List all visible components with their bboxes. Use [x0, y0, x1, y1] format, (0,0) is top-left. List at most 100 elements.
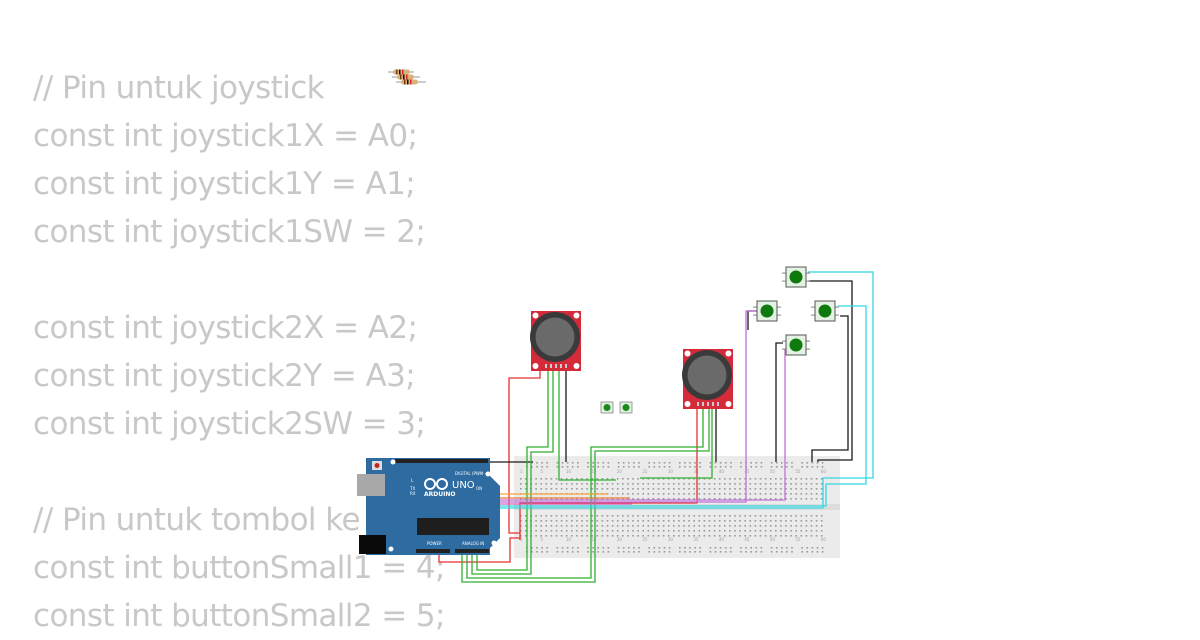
breadboard-hole — [713, 525, 716, 527]
breadboard-hole — [627, 498, 629, 500]
breadboard-hole — [785, 493, 787, 495]
breadboard-hole — [786, 462, 788, 464]
breadboard-hole — [607, 547, 610, 549]
breadboard-hole — [581, 488, 583, 490]
breadboard-hole — [657, 535, 660, 537]
breadboard-hole — [730, 547, 732, 549]
breadboard-hole — [658, 551, 661, 553]
breadboard-hole — [627, 483, 629, 485]
breadboard-hole — [601, 530, 604, 532]
breadboard-hole — [632, 530, 634, 532]
breadboard-hole — [632, 515, 634, 517]
pushbutton-left[interactable] — [753, 300, 781, 322]
breadboard-hole — [734, 535, 736, 537]
breadboard-hole — [565, 498, 568, 500]
breadboard-hole — [780, 498, 782, 500]
pushbutton-down[interactable] — [782, 334, 810, 356]
breadboard-hole — [535, 498, 537, 500]
breadboard-hole — [535, 520, 537, 522]
resistor-group[interactable] — [388, 69, 426, 85]
breadboard-hole — [775, 547, 778, 549]
breadboard-hole — [586, 520, 588, 522]
breadboard-hole — [679, 551, 681, 553]
breadboard-hole — [764, 498, 767, 500]
wire-analog — [471, 370, 554, 575]
breadboard-hole — [815, 530, 818, 532]
pushbutton-up[interactable] — [782, 266, 810, 288]
breadboard-hole — [775, 535, 777, 537]
breadboard-hole — [703, 520, 706, 522]
breadboard-hole — [673, 483, 675, 485]
breadboard-hole — [540, 530, 542, 532]
breadboard-hole — [749, 515, 752, 517]
breadboard-hole — [744, 483, 746, 485]
breadboard-hole — [586, 530, 588, 532]
atmega-chip — [417, 518, 489, 535]
breadboard-hole — [632, 520, 634, 522]
breadboard-hole — [820, 515, 823, 517]
breadboard-hole — [525, 520, 527, 522]
breadboard-hole — [606, 488, 609, 490]
breadboard-hole — [815, 520, 818, 522]
breadboard-hole — [622, 551, 625, 553]
resistor-icon[interactable] — [388, 69, 414, 75]
button-cap-icon[interactable] — [818, 304, 832, 318]
breadboard-hole — [754, 493, 757, 495]
breadboard-hole — [703, 488, 706, 490]
small-button-1[interactable] — [600, 401, 614, 414]
breadboard-hole — [749, 530, 752, 532]
breadboard-hole — [592, 547, 594, 549]
breadboard-hole — [684, 551, 686, 553]
breadboard-hole — [611, 493, 614, 495]
breadboard-hole — [673, 498, 675, 500]
breadboard-hole — [795, 525, 797, 527]
breadboard-hole — [769, 493, 772, 495]
breadboard-hole — [556, 547, 559, 549]
breadboard-hole — [775, 530, 777, 532]
breadboard-column-label: 5 — [540, 537, 543, 542]
breadboard-hole — [555, 498, 558, 500]
breadboard-hole — [581, 498, 583, 500]
breadboard-hole — [658, 547, 661, 549]
breadboard-column-label: 45 — [744, 537, 750, 542]
breadboard-hole — [586, 535, 588, 537]
breadboard-hole — [565, 535, 568, 537]
breadboard-hole — [714, 551, 717, 553]
breadboard-hole — [546, 462, 548, 464]
joystick-2[interactable] — [682, 349, 733, 409]
joystick-1[interactable] — [530, 311, 581, 371]
breadboard-hole — [602, 547, 605, 549]
breadboard-hole — [785, 520, 787, 522]
breadboard-hole — [708, 498, 711, 500]
pushbutton-right[interactable] — [811, 300, 839, 322]
breadboard-hole — [805, 535, 808, 537]
breadboard[interactable]: 1155101015152020252530303535404045455050… — [514, 456, 840, 558]
breadboard-hole — [805, 520, 808, 522]
breadboard-hole — [555, 535, 558, 537]
arduino-uno-board[interactable]: UNO ARDUINO DIGITAL (PWM ~) POWER ANALOG… — [357, 458, 500, 555]
resistor-icon[interactable] — [392, 74, 420, 80]
breadboard-hole — [688, 483, 690, 485]
breadboard-hole — [718, 535, 721, 537]
breadboard-hole — [571, 515, 573, 517]
breadboard-hole — [698, 515, 701, 517]
breadboard-column-label: 45 — [744, 469, 750, 474]
breadboard-hole — [535, 488, 537, 490]
small-button-2[interactable] — [619, 401, 633, 414]
breadboard-hole — [683, 488, 685, 490]
breadboard-hole — [581, 535, 583, 537]
breadboard-hole — [611, 478, 614, 480]
button-cap-icon[interactable] — [760, 304, 774, 318]
button-cap-icon[interactable] — [789, 338, 803, 352]
resistor-icon[interactable] — [396, 79, 426, 85]
button-cap-icon[interactable] — [789, 270, 803, 284]
breadboard-hole — [576, 535, 578, 537]
breadboard-hole — [601, 520, 604, 522]
breadboard-column-label: 55 — [795, 469, 801, 474]
breadboard-hole — [596, 488, 599, 490]
breadboard-hole — [754, 483, 757, 485]
breadboard-hole — [775, 520, 777, 522]
breadboard-column-label: 15 — [591, 469, 597, 474]
breadboard-hole — [581, 483, 583, 485]
breadboard-hole — [688, 525, 690, 527]
